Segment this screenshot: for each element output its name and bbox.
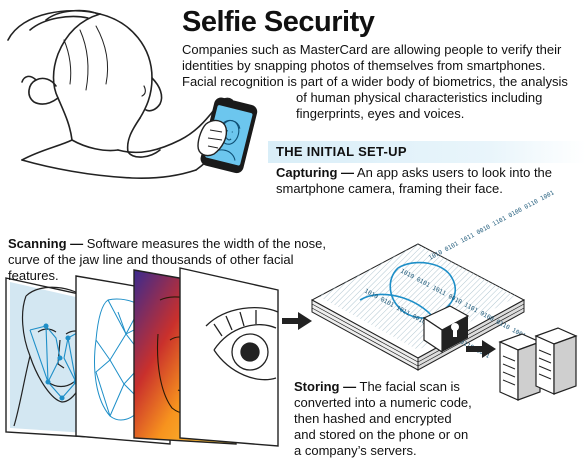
arrow-to-servers	[466, 340, 496, 358]
step-scanning-label: Scanning —	[8, 236, 84, 251]
step-storing-text: The facial scan is converted into a nume…	[294, 379, 472, 458]
section-heading: THE INITIAL SET-UP	[276, 144, 407, 159]
lock-icon	[422, 305, 470, 354]
hand-illustration	[197, 119, 228, 157]
step-storing: Storing — The facial scan is converted i…	[294, 379, 472, 459]
step-scanning-text: Software measures the width of the nose,…	[8, 236, 326, 283]
section-heading-band	[268, 141, 586, 163]
step-scanning: Scanning — Software measures the width o…	[8, 236, 338, 284]
step-storing-label: Storing —	[294, 379, 357, 394]
server-icon-left	[498, 333, 542, 401]
page-title: Selfie Security	[182, 6, 375, 38]
step-capturing: Capturing — An app asks users to look in…	[276, 165, 576, 197]
scan-panel-eye	[179, 267, 279, 447]
binary-code-text-3: 1010 0101 1011 0010 1101 0100 0110 1001	[428, 189, 556, 262]
step-capturing-text: An app asks users to look into the smart…	[276, 165, 553, 196]
intro-text-line2: of human physical characteristics includ…	[296, 90, 543, 121]
intro-paragraph: Companies such as MasterCard are allowin…	[182, 42, 577, 122]
intro-text-line1: Companies such as MasterCard are allowin…	[182, 42, 568, 89]
arrow-to-storage	[282, 312, 312, 330]
step-capturing-label: Capturing —	[276, 165, 354, 180]
server-icon-right	[534, 327, 578, 395]
